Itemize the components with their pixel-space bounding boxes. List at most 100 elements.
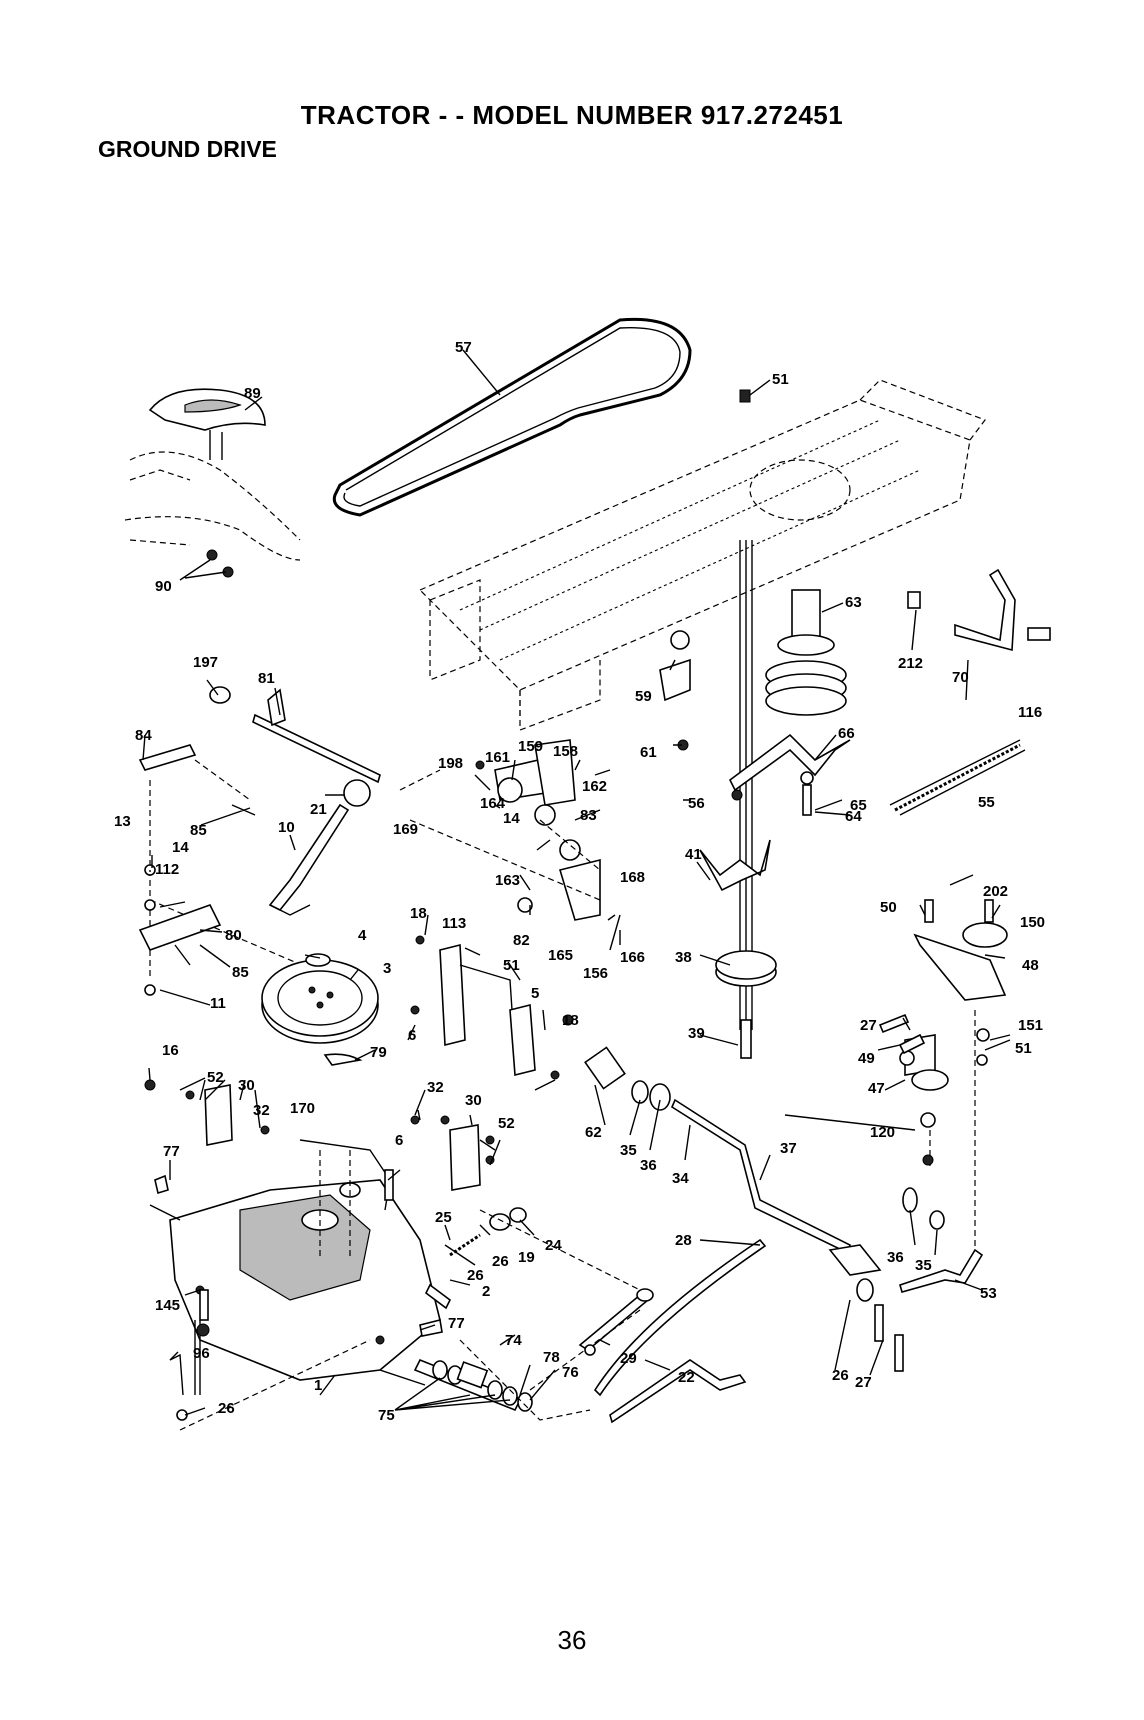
callout-29: 29 bbox=[620, 1350, 637, 1367]
callout-116: 116 bbox=[1018, 704, 1042, 721]
callout-59: 59 bbox=[635, 688, 652, 705]
callout-165: 165 bbox=[548, 947, 573, 964]
callout-26: 26 bbox=[492, 1253, 509, 1270]
bracket-48 bbox=[904, 899, 1008, 1250]
callout-85: 85 bbox=[232, 964, 249, 981]
leader-lines bbox=[142, 349, 1011, 1416]
callout-26: 26 bbox=[832, 1367, 849, 1384]
callout-30: 30 bbox=[465, 1092, 482, 1109]
callout-50: 50 bbox=[880, 899, 897, 916]
callout-30: 30 bbox=[238, 1077, 255, 1094]
callout-162: 162 bbox=[582, 778, 607, 795]
callout-36: 36 bbox=[887, 1249, 904, 1266]
callout-85: 85 bbox=[190, 822, 207, 839]
hardware bbox=[144, 389, 990, 1421]
callout-57: 57 bbox=[455, 339, 472, 356]
callout-49: 49 bbox=[858, 1050, 875, 1067]
callout-26: 26 bbox=[467, 1267, 484, 1284]
callout-6: 6 bbox=[395, 1132, 403, 1149]
callout-81: 81 bbox=[258, 670, 275, 687]
idler-arm-66 bbox=[699, 733, 851, 1059]
callout-1: 1 bbox=[314, 1377, 322, 1394]
page-number: 36 bbox=[557, 1625, 587, 1655]
callout-84: 84 bbox=[135, 727, 152, 744]
washer-stack-75 bbox=[179, 1150, 641, 1431]
callout-36: 36 bbox=[640, 1157, 657, 1174]
callout-41: 41 bbox=[685, 846, 702, 863]
callout-22: 22 bbox=[678, 1369, 695, 1386]
bracket-84 bbox=[138, 744, 361, 996]
callout-151: 151 bbox=[1018, 1017, 1043, 1034]
tractor-frame bbox=[418, 379, 986, 731]
callout-164: 164 bbox=[480, 795, 506, 812]
callout-47: 47 bbox=[868, 1080, 885, 1097]
callout-75: 75 bbox=[378, 1407, 395, 1424]
callout-10: 10 bbox=[278, 819, 295, 836]
callout-55: 55 bbox=[978, 794, 995, 811]
callout-77: 77 bbox=[163, 1143, 180, 1160]
callout-61: 61 bbox=[640, 744, 657, 761]
callout-158: 158 bbox=[553, 743, 578, 760]
callout-66: 66 bbox=[838, 725, 855, 742]
callout-51: 51 bbox=[1015, 1040, 1032, 1057]
callout-27: 27 bbox=[855, 1374, 872, 1391]
callout-70: 70 bbox=[952, 669, 969, 686]
callout-65: 65 bbox=[850, 797, 867, 814]
callout-18: 18 bbox=[562, 1012, 579, 1029]
callout-80: 80 bbox=[225, 927, 242, 944]
callout-5: 5 bbox=[531, 985, 539, 1002]
callout-32: 32 bbox=[427, 1079, 444, 1096]
callout-4: 4 bbox=[358, 927, 367, 944]
callout-89: 89 bbox=[244, 385, 261, 402]
spring-55 bbox=[889, 739, 1026, 816]
callout-145: 145 bbox=[155, 1297, 180, 1314]
callout-159: 159 bbox=[518, 738, 543, 755]
callout-2: 2 bbox=[482, 1283, 490, 1300]
pulley-3 bbox=[261, 953, 379, 1066]
callout-156: 156 bbox=[583, 965, 608, 982]
callout-120: 120 bbox=[870, 1124, 895, 1141]
callout-52: 52 bbox=[207, 1069, 224, 1086]
callout-96: 96 bbox=[193, 1345, 210, 1362]
callout-76: 76 bbox=[562, 1364, 579, 1381]
callout-170: 170 bbox=[290, 1100, 315, 1117]
callout-52: 52 bbox=[498, 1115, 515, 1132]
callout-48: 48 bbox=[1022, 957, 1039, 974]
callout-197: 197 bbox=[193, 654, 218, 671]
callout-51: 51 bbox=[772, 371, 789, 388]
spring-25 bbox=[449, 1207, 527, 1257]
callout-51: 51 bbox=[503, 957, 520, 974]
rod-37 bbox=[584, 1046, 882, 1302]
rod-22 bbox=[578, 1238, 767, 1424]
callout-74: 74 bbox=[505, 1332, 522, 1349]
callout-14: 14 bbox=[172, 839, 189, 856]
callout-18: 18 bbox=[410, 905, 427, 922]
shift-lever-21 bbox=[268, 779, 371, 916]
callout-113: 113 bbox=[442, 915, 466, 932]
callout-62: 62 bbox=[585, 1124, 602, 1141]
callout-35: 35 bbox=[915, 1257, 932, 1274]
callout-21: 21 bbox=[310, 801, 327, 818]
callout-202: 202 bbox=[983, 883, 1008, 900]
page-title: TRACTOR - - MODEL NUMBER 917.272451 bbox=[300, 100, 844, 130]
rod-53 bbox=[874, 1187, 984, 1372]
fender-89 bbox=[124, 388, 301, 578]
pulley-63 bbox=[739, 540, 847, 1030]
callout-161: 161 bbox=[485, 749, 510, 766]
callout-150: 150 bbox=[1020, 914, 1045, 931]
callout-28: 28 bbox=[675, 1232, 692, 1249]
callout-56: 56 bbox=[688, 795, 705, 812]
callout-79: 79 bbox=[370, 1044, 387, 1061]
callout-169: 169 bbox=[393, 821, 418, 838]
callout-112: 112 bbox=[155, 861, 179, 878]
callout-19: 19 bbox=[518, 1249, 535, 1266]
callout-90: 90 bbox=[155, 578, 172, 595]
idler-bracket-159 bbox=[399, 739, 601, 921]
callout-35: 35 bbox=[620, 1142, 637, 1159]
callout-53: 53 bbox=[980, 1285, 997, 1302]
callout-212: 212 bbox=[898, 655, 923, 672]
callout-34: 34 bbox=[672, 1170, 689, 1187]
callout-24: 24 bbox=[545, 1237, 562, 1254]
callout-39: 39 bbox=[688, 1025, 705, 1042]
